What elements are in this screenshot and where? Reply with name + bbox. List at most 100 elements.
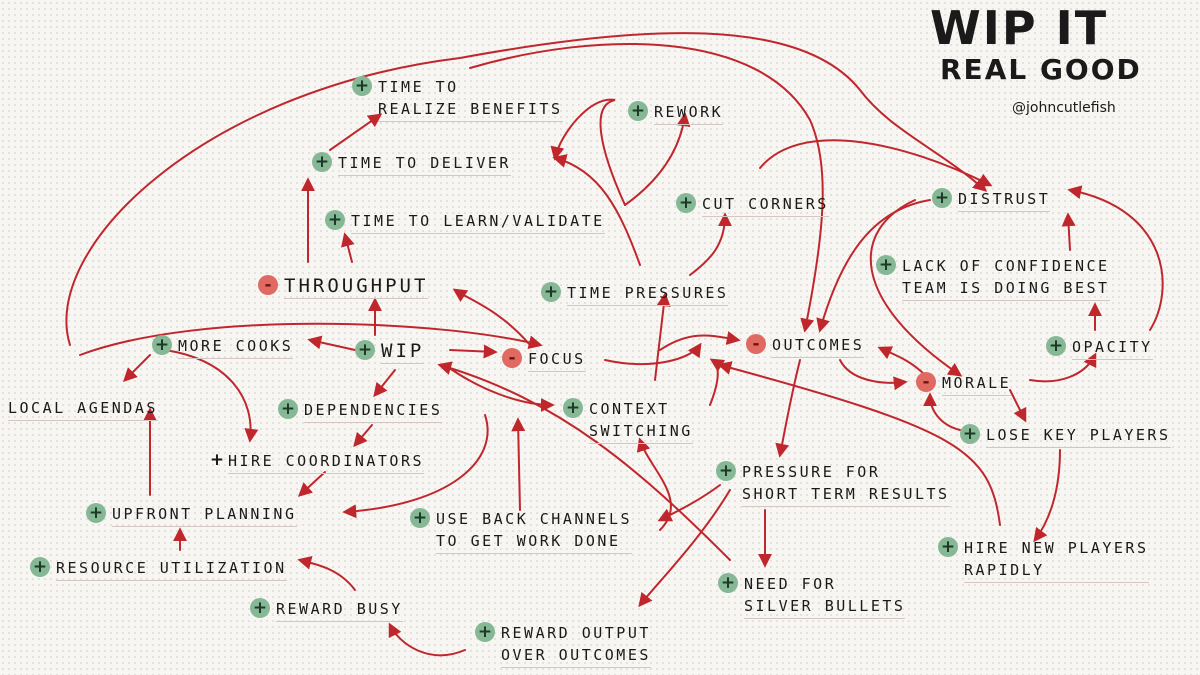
- arrow-cooks-to-local: [123, 354, 151, 382]
- node-use-back-channels: + USE BACK CHANNELS TO GET WORK DONE: [410, 508, 633, 554]
- node-label: REWORK: [654, 101, 724, 125]
- plus-icon: +: [716, 461, 736, 481]
- node-hire-new-players-rapidly: + HIRE NEW PLAYERS RAPIDLY: [938, 537, 1149, 583]
- arrow-focus-to-throughput: [452, 288, 531, 346]
- plus-icon: +: [718, 573, 738, 593]
- node-dependencies: + DEPENDENCIES: [278, 399, 443, 423]
- plus-icon: +: [86, 503, 106, 523]
- node-label: THROUGHPUT: [284, 275, 429, 299]
- arrow-morale-to-outcomes: [877, 346, 926, 376]
- node-label: REWARD OUTPUT: [501, 624, 651, 642]
- node-label: LOSE KEY PLAYERS: [986, 424, 1171, 448]
- plus-icon: +: [410, 508, 430, 528]
- node-morale: - MORALE: [916, 372, 1012, 396]
- arrow-time-to-realize-to-distrust: [469, 42, 824, 333]
- node-context-switching: + CONTEXT SWITCHING: [563, 398, 693, 444]
- arrow-reward-busy-to-resource: [297, 555, 356, 591]
- plus-icon: +: [676, 193, 696, 213]
- node-reward-busy: + REWARD BUSY: [250, 598, 403, 622]
- node-lose-key-players: + LOSE KEY PLAYERS: [960, 424, 1171, 448]
- node-time-pressures: + TIME PRESSURES: [541, 282, 729, 306]
- plus-icon: +: [278, 399, 298, 419]
- node-label: TIME TO DELIVER: [338, 152, 511, 176]
- arrow-learn-link: [341, 232, 355, 263]
- arrow-local-to-wip: [79, 322, 543, 356]
- plus-icon: +: [960, 424, 980, 444]
- node-label: FOCUS: [528, 348, 586, 372]
- plus-icon: +: [312, 152, 332, 172]
- node-label: LACK OF CONFIDENCE: [902, 257, 1110, 275]
- arrow-deliver-to-realize: [329, 113, 383, 151]
- node-upfront-planning: + UPFRONT PLANNING: [86, 503, 297, 527]
- arrow-coord-to-upfront: [297, 471, 326, 497]
- plus-icon: +: [209, 449, 225, 470]
- node-label: RESOURCE UTILIZATION: [56, 557, 287, 581]
- node-label: NEED FOR: [744, 575, 837, 593]
- node-label: LOCAL AGENDAS: [8, 397, 158, 421]
- node-reward-output-over-outcomes: + REWARD OUTPUT OVER OUTCOMES: [475, 622, 651, 668]
- node-label: DISTRUST: [958, 188, 1051, 212]
- plus-icon: +: [932, 188, 952, 208]
- arrow-outcomes-in: [659, 331, 741, 351]
- arrow-dependencies-to-coord: [353, 424, 373, 448]
- node-label: OUTCOMES: [772, 334, 865, 358]
- plus-icon: +: [325, 210, 345, 230]
- arrow-lack-to-distrust: [1061, 212, 1076, 251]
- arrow-morale-to-lose: [1009, 389, 1027, 423]
- arrow-opacity-to-distrust: [1067, 185, 1164, 331]
- arrow-wip-to-focus: [449, 344, 498, 359]
- arrow-rework-to-deliver: [550, 98, 626, 206]
- node-label: MORALE: [942, 372, 1012, 396]
- node-time-to-deliver: + TIME TO DELIVER: [312, 152, 511, 176]
- node-label: UPFRONT PLANNING: [112, 503, 297, 527]
- node-outcomes: - OUTCOMES: [746, 334, 865, 358]
- node-opacity: + OPACITY: [1046, 336, 1153, 360]
- node-lack-of-confidence: + LACK OF CONFIDENCE TEAM IS DOING BEST: [876, 255, 1110, 301]
- minus-icon: -: [916, 372, 936, 392]
- node-wip: + WIP: [355, 340, 425, 364]
- arrow-pressures-to-cut: [689, 212, 732, 276]
- node-hire-coordinators: + HIRE COORDINATORS: [209, 449, 425, 474]
- arrow-dependencies-to-upfront: [342, 414, 489, 519]
- arrow-silver-to-wip: [437, 361, 731, 561]
- arrow-time-to-learn-to-deliver: [624, 112, 691, 206]
- node-label: RAPIDLY: [964, 561, 1045, 579]
- arrow-context-to-pressures: [654, 292, 671, 381]
- arrow-wip-to-context: [444, 364, 555, 412]
- node-focus: - FOCUS: [502, 348, 586, 372]
- arrow-distrust-to-outcomes: [816, 199, 931, 333]
- arrow-morale-to-opacity: [1029, 352, 1097, 383]
- plus-icon: +: [876, 255, 896, 275]
- arrow-pressure-to-backchannel: [657, 484, 721, 522]
- arrow-outcomes-to-morale: [839, 359, 908, 391]
- plus-icon: +: [30, 557, 50, 577]
- node-time-to-realize-benefits: + TIME TO REALIZE BENEFITS: [352, 76, 563, 122]
- node-time-to-learn-validate: + TIME TO LEARN/VALIDATE: [325, 210, 605, 234]
- node-label: TIME TO: [378, 78, 459, 96]
- plus-icon: +: [541, 282, 561, 302]
- plus-icon: +: [628, 101, 648, 121]
- node-label: REWARD BUSY: [276, 598, 403, 622]
- arrow-wip-loop-top: [65, 32, 988, 346]
- node-need-for-silver-bullets: + NEED FOR SILVER BULLETS: [718, 573, 906, 619]
- arrow-focus-to-outcomes: [604, 342, 702, 366]
- arrow-lose-to-morale: [923, 392, 961, 431]
- arrow-lose-to-hire: [1033, 449, 1061, 543]
- arrow-backchannel-to-wip: [511, 417, 526, 511]
- plus-icon: +: [152, 335, 172, 355]
- arrow-cut-corners-to-distrust: [759, 139, 993, 187]
- author-handle: @johncutlefish: [1012, 100, 1116, 116]
- plus-icon: +: [352, 76, 372, 96]
- title-line-2: REAL GOOD: [940, 53, 1142, 86]
- node-label: SWITCHING: [589, 422, 693, 440]
- plus-icon: +: [475, 622, 495, 642]
- minus-icon: -: [258, 275, 278, 295]
- plus-icon: +: [1046, 336, 1066, 356]
- plus-icon: +: [563, 398, 583, 418]
- minus-icon: -: [746, 334, 766, 354]
- arrow-pressures-to-deliver: [552, 154, 641, 266]
- node-label: TEAM IS DOING BEST: [902, 279, 1110, 297]
- node-label: SILVER BULLETS: [744, 597, 906, 615]
- node-label: REALIZE BENEFITS: [378, 100, 563, 118]
